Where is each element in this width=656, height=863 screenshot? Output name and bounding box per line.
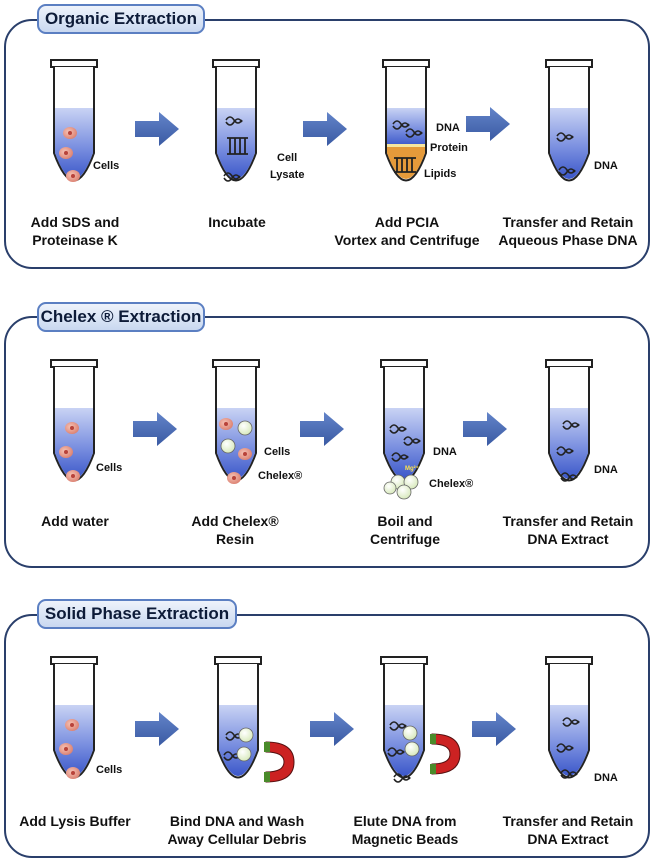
dna-strand-icon — [556, 132, 576, 176]
step-caption: Add Lysis Buffer — [19, 813, 131, 829]
test-tube-icon — [214, 656, 262, 779]
right-arrow-icon — [472, 712, 516, 746]
chelex-bead-icon — [237, 420, 253, 436]
cells-label: Cells — [264, 446, 291, 458]
dna-strand-icon — [387, 721, 411, 783]
test-tube-icon — [50, 656, 98, 779]
test-tube-icon — [545, 656, 593, 779]
dna-strand-icon — [392, 120, 423, 138]
magnet-icon — [430, 733, 461, 775]
right-arrow-icon — [133, 412, 177, 446]
test-tube-icon — [212, 59, 260, 182]
test-tube-icon — [212, 359, 260, 484]
panel-title: Chelex ® Extraction — [37, 302, 205, 332]
lipids-label: Lipids — [424, 168, 457, 180]
cells-label: Cells — [96, 764, 123, 776]
test-tube-icon — [545, 59, 593, 182]
test-tube-icon: Mg²⁺ — [380, 359, 428, 500]
lipid-bilayer-icon — [394, 157, 416, 173]
test-tube-icon — [50, 359, 98, 482]
test-tube-icon — [50, 59, 98, 182]
step-caption: Incubate — [208, 214, 266, 230]
dna-strand-icon — [223, 116, 243, 182]
protein-label: Protein — [430, 142, 468, 154]
right-arrow-icon — [300, 412, 344, 446]
right-arrow-icon — [303, 112, 347, 146]
magnet-icon — [264, 741, 295, 783]
dna-label: DNA — [433, 446, 457, 458]
cell-icon — [65, 719, 79, 731]
dna-strand-icon — [556, 420, 580, 482]
step-caption: Add Chelex®Resin — [191, 513, 279, 547]
right-arrow-icon — [135, 712, 179, 746]
right-arrow-icon — [135, 112, 179, 146]
panel-title: Solid Phase Extraction — [37, 599, 237, 629]
dna-label: DNA — [594, 464, 618, 476]
dna-label: DNA — [594, 160, 618, 172]
right-arrow-icon — [463, 412, 507, 446]
cell-icon — [219, 418, 233, 430]
test-tube-icon — [545, 359, 593, 482]
cell-icon — [63, 127, 77, 139]
cell-label: Cell — [277, 152, 298, 164]
dna-label: DNA — [436, 122, 460, 134]
lysate-label: Lysate — [270, 169, 305, 181]
chelex-label: Chelex® — [258, 470, 303, 482]
mg-ion-label: Mg²⁺ — [405, 465, 419, 472]
dna-strand-icon — [556, 717, 580, 779]
test-tube-icon — [380, 656, 428, 783]
right-arrow-icon — [466, 107, 510, 141]
panel-title: Organic Extraction — [37, 4, 205, 34]
dna-label: DNA — [594, 772, 618, 784]
dna-strand-icon — [389, 424, 421, 462]
lipid-bilayer-icon — [227, 137, 248, 155]
chelex-label: Chelex® — [429, 478, 474, 490]
cell-icon — [65, 422, 79, 434]
cells-label: Cells — [93, 160, 120, 172]
step-caption: Add water — [41, 513, 109, 529]
test-tube-icon — [382, 59, 430, 182]
right-arrow-icon — [310, 712, 354, 746]
cells-label: Cells — [96, 462, 123, 474]
